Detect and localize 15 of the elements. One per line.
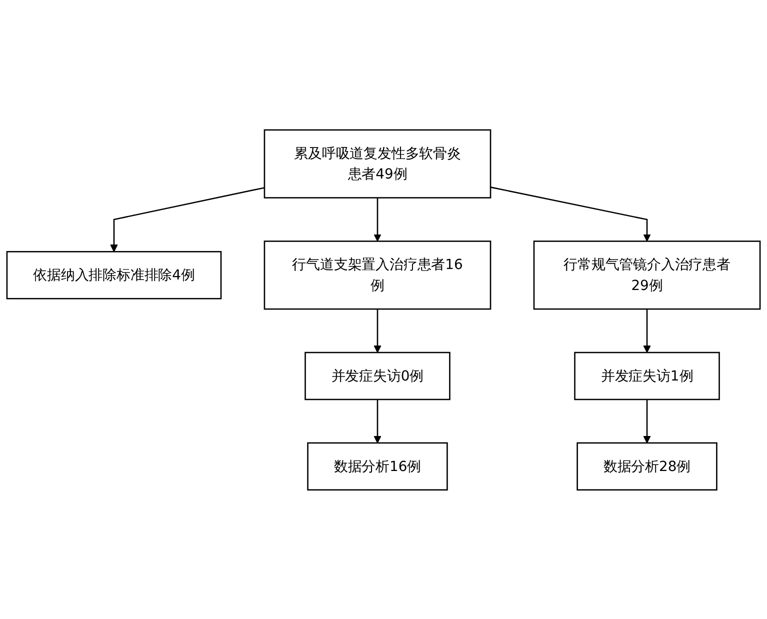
arrow: [374, 197, 382, 242]
node-box: 依据纳入排除标准排除4例: [6, 250, 222, 299]
node-box: 行气道支架置入治疗患者16例: [264, 240, 492, 310]
node-box: 累及呼吸道复发性多软骨炎患者49例: [264, 128, 492, 198]
arrow: [374, 399, 382, 443]
arrow: [643, 399, 651, 443]
arrow: [490, 186, 651, 242]
node-box: 行常规气管镜介入治疗患者29例: [533, 240, 761, 310]
node-box: 数据分析16例: [307, 442, 448, 490]
node-box: 并发症失访1例: [574, 351, 720, 400]
arrow: [110, 186, 265, 252]
arrow: [643, 308, 651, 352]
node-box: 数据分析28例: [576, 442, 718, 490]
node-box: 并发症失访0例: [304, 351, 450, 400]
arrow: [374, 308, 382, 352]
